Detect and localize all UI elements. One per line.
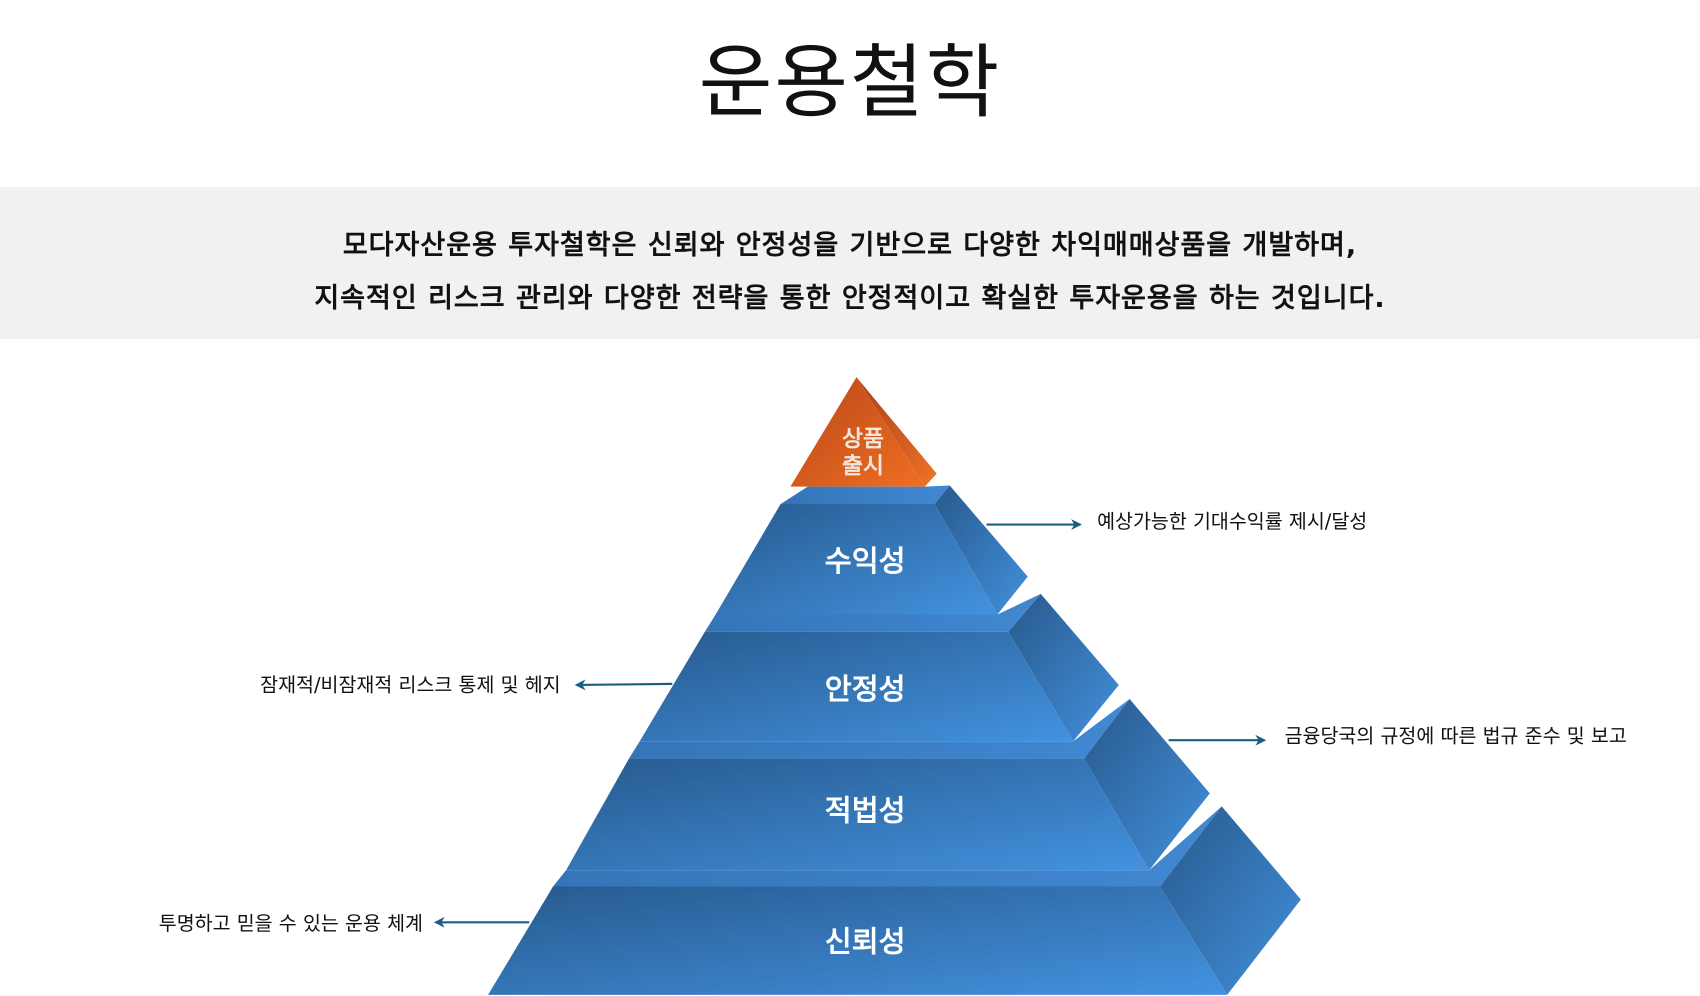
pyramid-apex-product-launch: 상품 출시	[790, 377, 937, 487]
tier-label: 수익성	[825, 544, 906, 578]
intro-line-2: 지속적인 리스크 관리와 다양한 전략을 통한 안정적이고 확실한 투자운용을 …	[314, 283, 1386, 314]
pyramid-tier-trust: 신뢰성	[488, 806, 1301, 995]
pyramid-tier-stability: 안정성	[639, 593, 1119, 742]
tier-label: 적법성	[825, 793, 906, 827]
arrow-left-icon	[574, 679, 673, 691]
pyramid-tier-legality: 적법성	[566, 699, 1210, 871]
apex-label-line-1: 상품	[842, 427, 884, 453]
intro-band: 모다자산운용 투자철학은 신뢰와 안정성을 기반으로 다양한 차익매매상품을 개…	[0, 187, 1700, 339]
tier-label: 신뢰성	[825, 925, 906, 959]
note-legality: 금융당국의 규정에 따른 법규 준수 및 보고	[1285, 724, 1627, 747]
apex-label-line-2: 출시	[842, 454, 884, 480]
pyramid-tier-profitability: 수익성	[715, 485, 1028, 615]
intro-line-1: 모다자산운용 투자철학은 신뢰와 안정성을 기반으로 다양한 차익매매상품을 개…	[342, 230, 1358, 261]
page-title: 운용철학	[698, 36, 1002, 129]
note-profitability: 예상가능한 기대수익률 제시/달성	[1097, 510, 1367, 533]
note-trust: 투명하고 믿을 수 있는 운용 체계	[159, 912, 423, 935]
tier-label: 안정성	[825, 672, 906, 706]
note-stability: 잠재적/비잠재적 리스크 통제 및 헤지	[260, 673, 560, 696]
